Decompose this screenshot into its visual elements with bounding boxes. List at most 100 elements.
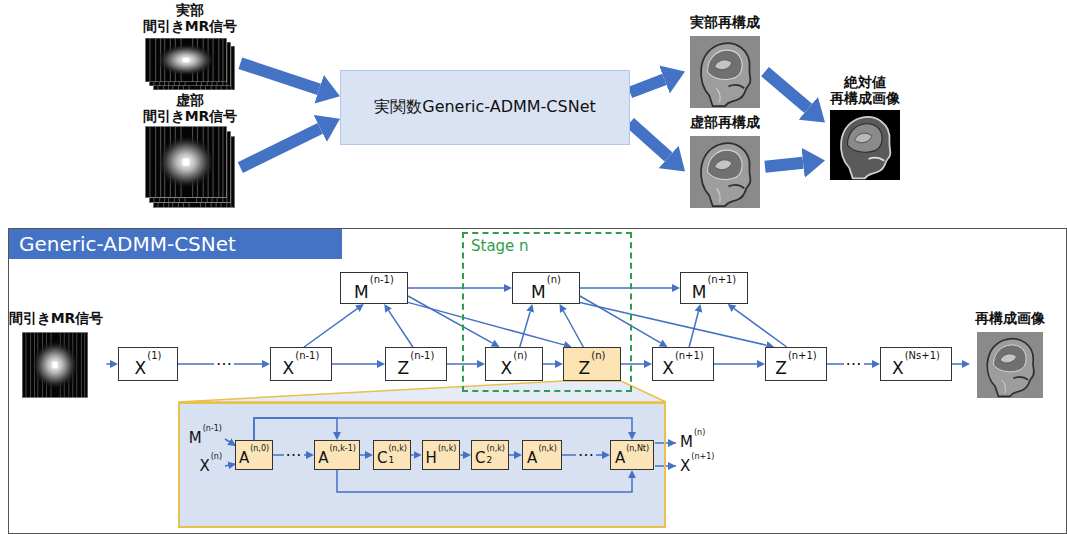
superscript: (n,Nt) <box>626 444 649 453</box>
math-expression: Z(n) <box>579 350 606 378</box>
math-symbol: H <box>426 450 437 467</box>
script-stack: (n-1) <box>370 274 394 285</box>
connector-arrow <box>952 363 962 365</box>
superscript: (n-1) <box>203 424 222 433</box>
connector-arrow <box>304 309 357 347</box>
script-stack: 1(n,k) <box>388 444 407 465</box>
connector-arrow <box>580 302 767 345</box>
image-caption: 虚部 間引きMR信号 <box>143 92 238 124</box>
math-expression: Z(n-1) <box>398 350 435 378</box>
operation-box: H(n,k) <box>422 440 461 470</box>
subscript: 2 <box>486 455 492 465</box>
math-expression: M(n) <box>531 274 561 302</box>
script-stack: (n-1) <box>295 350 319 361</box>
operation-box: A(n,Nt) <box>610 440 654 470</box>
math-expression: A(n,k) <box>527 444 557 467</box>
recon-image: 絶対値 再構成画像 <box>825 74 905 182</box>
magnitude-image <box>830 110 900 180</box>
math-symbol: X <box>135 358 147 378</box>
operation-box: C2(n,k) <box>471 440 509 470</box>
math-expression: X(n+1) <box>662 350 704 378</box>
math-symbol: C <box>377 450 387 467</box>
superscript: (n,k) <box>438 444 457 453</box>
math-expression: M(n+1) <box>692 274 737 302</box>
variable-box: M(n+1) <box>680 272 748 304</box>
superscript: (1) <box>147 350 161 361</box>
connector-arrow <box>563 311 583 347</box>
connector-arrow <box>360 454 365 456</box>
superscript: (n-1) <box>370 274 394 285</box>
connector-arrow <box>460 454 463 456</box>
math-symbol: M <box>189 430 202 447</box>
block-arrow <box>765 163 803 167</box>
math-label: X(n+1) <box>680 452 750 475</box>
box-label: 実関数Generic-ADMM-CSNet <box>374 97 596 118</box>
mr-signal-image <box>22 332 88 398</box>
math-symbol: A <box>318 450 328 467</box>
recon-image: 虚部再構成 <box>685 114 765 210</box>
connector-arrow <box>621 363 644 365</box>
stage-frame: Stage nM(n)X(n)Z(n) <box>462 232 632 392</box>
script-stack: 2(n,k) <box>486 444 505 465</box>
math-symbol: X <box>199 458 209 475</box>
math-expression: A(n,0) <box>239 444 269 467</box>
connector-arrow <box>734 309 787 347</box>
connector-arrow <box>580 287 672 289</box>
math-expression: X(n) <box>199 452 222 475</box>
block-arrow <box>240 63 319 89</box>
script-stack: (n,k-1) <box>329 444 355 453</box>
math-symbol: Z <box>775 358 787 378</box>
math-symbol: X <box>501 358 513 378</box>
superscript: (n+1) <box>675 350 704 361</box>
math-symbol: Z <box>398 358 410 378</box>
script-stack: (n) <box>591 350 605 361</box>
math-expression: X(n-1) <box>283 350 320 378</box>
math-expression: M(n-1) <box>354 274 394 302</box>
image-caption: 絶対値 再構成画像 <box>830 74 900 106</box>
superscript: (n,k-1) <box>329 444 355 453</box>
network-panel: Generic-ADMM-CSNetStage nM(n)X(n)Z(n)間引き… <box>8 228 1067 534</box>
math-label: X(n) <box>182 452 222 475</box>
connector-arrow <box>332 363 377 365</box>
script-stack: (n) <box>211 452 222 461</box>
superscript: (n+1) <box>691 452 714 461</box>
connector-arrow <box>411 454 414 456</box>
image-caption: 虚部再構成 <box>690 114 760 130</box>
operation-box: A(n,0) <box>235 440 273 470</box>
superscript: (n-1) <box>410 350 434 361</box>
connector-arrow <box>689 312 698 347</box>
variable-box: X(n+1) <box>652 347 714 381</box>
network-box: 実関数Generic-ADMM-CSNet <box>340 70 630 145</box>
script-stack: (n,Nt) <box>626 444 649 453</box>
connector-arrow <box>254 418 337 440</box>
script-stack: (n) <box>513 350 527 361</box>
math-symbol: M <box>692 282 707 302</box>
math-symbol: A <box>239 450 249 467</box>
script-stack: (Ns+1) <box>905 350 940 361</box>
math-expression: A(n,k-1) <box>318 444 356 467</box>
math-expression: A(n,Nt) <box>615 444 649 467</box>
math-symbol: Z <box>579 358 591 378</box>
recon-image <box>690 136 760 208</box>
edge-label: … <box>844 352 864 368</box>
math-symbol: M <box>354 282 369 302</box>
image-caption: 実部再構成 <box>690 14 760 30</box>
superscript: (n+1) <box>707 274 736 285</box>
superscript: (n,k) <box>538 444 557 453</box>
math-expression: C1(n,k) <box>377 444 407 467</box>
superscript: (n+1) <box>788 350 817 361</box>
math-expression: H(n,k) <box>426 444 457 467</box>
recon-image: 再構成画像 <box>970 310 1050 400</box>
superscript: (Ns+1) <box>905 350 940 361</box>
superscript: (n,k) <box>388 444 407 453</box>
connector-arrow <box>408 296 493 343</box>
script-stack: (n+1) <box>691 452 714 461</box>
connector-arrow <box>408 287 504 289</box>
connector-arrow <box>254 418 632 440</box>
connector-arrow <box>580 296 661 343</box>
variable-box: Z(n+1) <box>765 347 827 381</box>
signal-image: 実部 間引きMR信号 <box>140 2 241 92</box>
math-expression: X(n) <box>501 350 528 378</box>
